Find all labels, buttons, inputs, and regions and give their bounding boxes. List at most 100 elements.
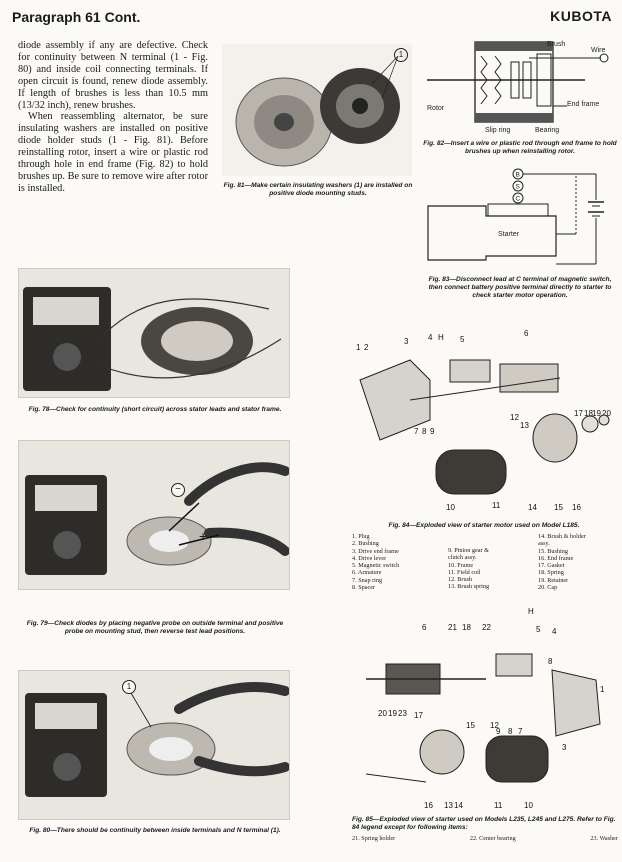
- fig85-part-number: 5: [536, 625, 541, 634]
- fig79-plus-icon: +: [199, 528, 208, 544]
- legend-item: 8. Spacer: [352, 584, 376, 592]
- fig85-part-number: 18: [462, 623, 471, 632]
- fig84-part-number: 16: [572, 503, 581, 512]
- legend-item: 2. Bushing: [352, 540, 379, 548]
- fig83-terminal-b: B: [516, 172, 520, 179]
- fig85-part-number: 22: [482, 623, 491, 632]
- fig85-part-number: 16: [424, 801, 433, 810]
- fig80-photo: [18, 670, 290, 820]
- fig84-part-number: 6: [524, 329, 529, 338]
- fig80-callout: 1: [122, 680, 136, 694]
- fig84-part-number: 10: [446, 503, 455, 512]
- legend-item: 22. Center bearing: [469, 835, 516, 842]
- legend-item: 23. Washer: [590, 835, 618, 842]
- page-title: Paragraph 61 Cont.: [12, 9, 141, 25]
- fig84-part-number: 1: [356, 343, 361, 352]
- fig82-label-rotor: Rotor: [427, 105, 445, 112]
- fig85-part-numbers: H62118225482120192317151298731613141110: [378, 607, 605, 810]
- legend-item: 20. Cap: [538, 584, 558, 592]
- fig81-callout: 1: [394, 48, 408, 62]
- legend-item: 17. Gasket: [538, 562, 565, 570]
- legend-item: 9. Pinion gear &: [448, 547, 489, 554]
- fig84-legend-col2: 9. Pinion gear & clutch assy. 10. Frame …: [448, 547, 530, 591]
- fig84-part-number: 11: [492, 501, 501, 510]
- legend-item: 1. Plug: [352, 533, 370, 540]
- legend-item: 7. Snap ring: [352, 576, 383, 584]
- legend-item: 13. Brush spring: [448, 583, 490, 591]
- fig80-continuity-test-photo: [25, 682, 289, 797]
- fig85-part-number: 12: [490, 721, 499, 730]
- fig78-photo: [18, 268, 290, 398]
- body-paragraph: When reassembling alternator, be sure in…: [18, 111, 208, 194]
- fig82-diagram: Brush Wire Rotor End frame Slip ring Bea…: [427, 41, 609, 134]
- brand-name: KUBOTA: [550, 8, 612, 24]
- fig84-part-number: 13: [520, 421, 529, 430]
- fig85-part-number: 20: [378, 709, 387, 718]
- fig85-part-number: 8: [508, 727, 513, 736]
- fig85-part-number: 9: [496, 727, 501, 736]
- legend-item: 12. Brush: [448, 576, 473, 584]
- fig84-part-number: 15: [554, 503, 563, 512]
- legend-item: 4. Drive lever: [352, 554, 387, 562]
- fig84-part-number: 12: [510, 413, 519, 422]
- fig84-part-number: 2: [364, 343, 369, 352]
- fig84-part-number: 3: [404, 337, 409, 346]
- fig85-part-number: 11: [494, 801, 503, 810]
- fig85-part-number: H: [528, 607, 534, 616]
- fig82-label-end-frame: End frame: [567, 101, 599, 108]
- legend-item: clutch assy.: [448, 554, 477, 562]
- fig82-label-wire: Wire: [591, 47, 605, 54]
- fig81-caption: Fig. 81—Make certain insulating washers …: [223, 182, 413, 197]
- fig84-part-number: 14: [528, 503, 537, 512]
- fig81-alternator-drawing: [235, 55, 400, 167]
- fig85-part-number: 6: [422, 623, 427, 632]
- legend-item: 14. Brush & holder: [538, 533, 586, 540]
- fig85-part-number: 1: [600, 685, 605, 694]
- fig85-part-number: 4: [552, 627, 557, 636]
- fig85-part-number: 23: [398, 709, 407, 718]
- fig85-part-number: 8: [548, 657, 553, 666]
- fig83-label-starter: Starter: [498, 231, 520, 238]
- fig84-legend-col3: 14. Brush & holder assy. 15. Bushing 16.…: [538, 533, 618, 591]
- fig84-part-number: 7: [414, 427, 419, 436]
- fig85-part-number: 7: [518, 727, 523, 736]
- fig78-multimeter-stator-photo: [23, 287, 282, 391]
- fig79-minus-icon: −: [171, 483, 185, 497]
- fig85-part-number: 17: [414, 711, 423, 720]
- fig84-part-number: 4: [428, 333, 433, 342]
- fig84-legend-col1: 1. Plug 2. Bushing 3. Drive end frame 4.…: [352, 533, 434, 591]
- fig83-diagram: B S C Starter: [427, 168, 604, 265]
- fig79-diode-test-photo: [25, 462, 289, 575]
- fig84-part-number: 20: [602, 409, 611, 418]
- fig84-part-number: 9: [430, 427, 435, 436]
- legend-item: 11. Field coil: [448, 568, 481, 576]
- fig84-part-number: 19: [592, 409, 601, 418]
- fig85-part-number: 14: [454, 801, 463, 810]
- legend-item: 16. End frame: [538, 554, 574, 562]
- fig84-part-number: H: [438, 333, 444, 342]
- fig81-photo: [222, 44, 412, 176]
- fig84-part-number: 17: [574, 409, 583, 418]
- fig82-caption: Fig. 82—Insert a wire or plastic rod thr…: [423, 140, 617, 155]
- fig85-part-number: 15: [466, 721, 475, 730]
- fig83-terminal-s: S: [516, 184, 521, 191]
- fig84-part-number: 8: [422, 427, 427, 436]
- fig84-part-number: 5: [460, 335, 465, 344]
- fig85-part-number: 3: [562, 743, 567, 752]
- fig85-extra-items: 21. Spring holder 22. Center bearing 23.…: [352, 835, 618, 842]
- fig85-part-number: 21: [448, 623, 457, 632]
- fig83-terminal-c: C: [516, 196, 521, 203]
- fig82-label-slip-ring: Slip ring: [485, 127, 510, 134]
- fig84-part-number: 18: [584, 409, 593, 418]
- legend-item: 15. Bushing: [538, 547, 568, 555]
- legend-item: 21. Spring holder: [352, 835, 396, 842]
- legend-item: assy.: [538, 540, 550, 548]
- legend-item: 18. Spring: [538, 569, 564, 577]
- fig85-part-number: 19: [388, 709, 397, 718]
- fig85-part-number: 13: [444, 801, 453, 810]
- fig85-exploded-view: H62118225482120192317151298731613141110: [365, 607, 605, 810]
- legend-item: 5. Magnetic switch: [352, 562, 400, 570]
- fig78-caption: Fig. 78—Check for continuity (short circ…: [28, 406, 282, 413]
